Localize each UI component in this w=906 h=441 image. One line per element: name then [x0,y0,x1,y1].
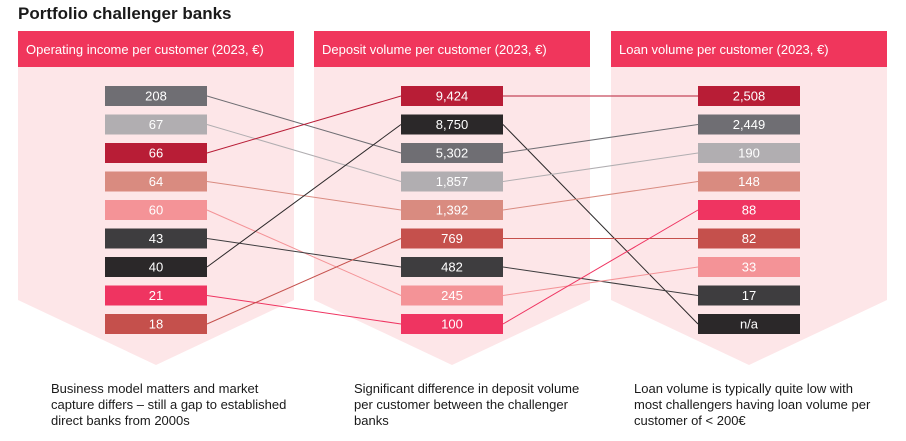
value-box-operating-income-6 [105,257,207,277]
value-box-deposit-volume-2 [401,143,503,163]
connector-line-1-3 [502,181,699,211]
value-label-operating-income-6: 40 [149,260,163,275]
value-label-loan-volume-5: 82 [742,231,756,246]
header-loan-volume: Loan volume per customer (2023, €) [619,42,829,57]
connector-line-0-6 [206,124,402,268]
connector-line-0-1 [206,124,402,182]
caption-deposit-volume: Significant difference in deposit volume… [354,381,580,428]
value-box-operating-income-7 [105,285,207,306]
value-box-deposit-volume-0 [401,86,503,106]
value-box-operating-income-2 [105,143,207,163]
value-box-loan-volume-0 [698,86,800,106]
chart-title: Portfolio challenger banks [18,4,232,23]
value-label-loan-volume-6: 33 [742,260,756,275]
connector-line-0-7 [206,295,402,325]
header-bg-operating-income [18,31,294,67]
value-box-deposit-volume-1 [401,114,503,135]
column-panels: Operating income per customer (2023, €) D… [18,31,887,365]
value-box-operating-income-3 [105,171,207,192]
value-label-operating-income-3: 64 [149,174,163,189]
value-label-operating-income-7: 21 [149,288,163,303]
value-box-operating-income-0 [105,86,207,106]
value-box-deposit-volume-5 [401,228,503,249]
value-box-loan-volume-5 [698,228,800,249]
value-box-loan-volume-1 [698,114,800,135]
connector-line-0-8 [206,238,402,325]
connector-line-1-1 [502,152,699,182]
panel-operating-income [18,31,294,365]
value-label-operating-income-4: 60 [149,203,163,218]
value-box-deposit-volume-8 [401,314,503,334]
value-box-deposit-volume-3 [401,171,503,192]
value-box-operating-income-4 [105,200,207,220]
value-boxes: 208 67 66 64 60 43 40 21 18 9,424 8,750 5,302 1,857 1… [105,86,800,334]
connector-line-0-2 [206,95,402,154]
value-label-operating-income-1: 67 [149,117,163,132]
connector-line-1-4 [502,266,699,296]
value-label-deposit-volume-7: 245 [441,288,463,303]
value-box-loan-volume-7 [698,285,800,306]
value-box-operating-income-8 [105,314,207,334]
value-box-loan-volume-4 [698,200,800,220]
header-operating-income: Operating income per customer (2023, €) [26,42,264,57]
value-label-loan-volume-0: 2,508 [733,89,766,104]
value-label-deposit-volume-3: 1,857 [436,174,469,189]
header-bg-deposit-volume [314,31,590,67]
value-label-deposit-volume-1: 8,750 [436,117,469,132]
value-label-deposit-volume-8: 100 [441,317,463,332]
connector-line-1-7 [502,209,699,325]
value-box-loan-volume-8 [698,314,800,334]
value-box-loan-volume-3 [698,171,800,192]
value-label-loan-volume-8: n/a [740,317,759,332]
value-label-deposit-volume-4: 1,392 [436,203,469,218]
value-box-loan-volume-2 [698,143,800,163]
caption-operating-income: Business model matters and market captur… [51,381,287,428]
panel-deposit-volume [314,31,590,365]
header-bg-loan-volume [611,31,887,67]
value-label-loan-volume-3: 148 [738,174,760,189]
value-label-loan-volume-7: 17 [742,288,756,303]
connector-lines [206,95,699,325]
connector-line-1-0 [502,124,699,154]
value-label-operating-income-0: 208 [145,89,167,104]
value-label-deposit-volume-5: 769 [441,231,463,246]
value-box-loan-volume-6 [698,257,800,277]
value-box-deposit-volume-4 [401,200,503,220]
value-label-loan-volume-1: 2,449 [733,117,766,132]
value-label-deposit-volume-2: 5,302 [436,146,469,161]
caption-loan-volume: Loan volume is typically quite low with … [634,381,871,428]
value-label-operating-income-2: 66 [149,146,163,161]
header-deposit-volume: Deposit volume per customer (2023, €) [322,42,547,57]
value-box-deposit-volume-6 [401,257,503,277]
value-label-deposit-volume-6: 482 [441,260,463,275]
value-label-loan-volume-2: 190 [738,146,760,161]
value-box-deposit-volume-7 [401,285,503,306]
value-label-operating-income-5: 43 [149,231,163,246]
value-box-operating-income-5 [105,228,207,249]
value-label-deposit-volume-0: 9,424 [436,89,469,104]
value-label-operating-income-8: 18 [149,317,163,332]
value-box-operating-income-1 [105,114,207,135]
value-label-loan-volume-4: 88 [742,203,756,218]
panel-loan-volume [611,31,887,365]
